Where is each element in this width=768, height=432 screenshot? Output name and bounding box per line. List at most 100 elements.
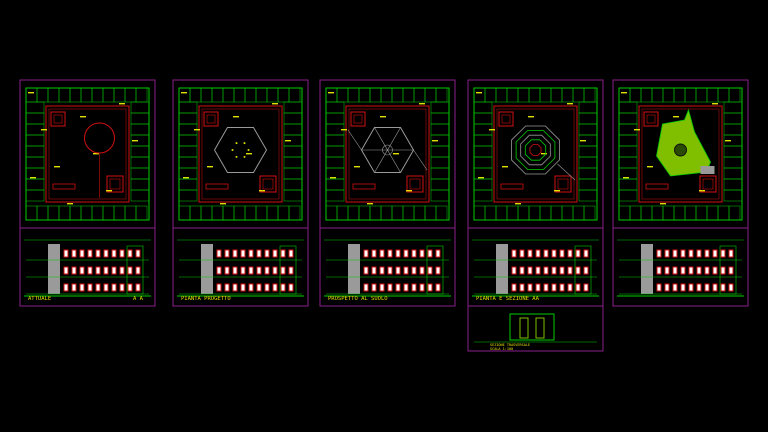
window bbox=[256, 266, 262, 275]
room-cell bbox=[283, 112, 303, 125]
room-cell bbox=[430, 101, 450, 114]
room-cell bbox=[25, 145, 45, 158]
window bbox=[379, 249, 385, 258]
window bbox=[419, 283, 425, 292]
room-cell bbox=[618, 112, 638, 125]
window bbox=[435, 283, 441, 292]
plan-outline bbox=[25, 87, 150, 221]
room-cell bbox=[277, 205, 290, 221]
window bbox=[63, 249, 69, 258]
window bbox=[551, 283, 557, 292]
window bbox=[256, 283, 262, 292]
room-cell bbox=[135, 205, 148, 221]
spiral-ring bbox=[524, 139, 547, 161]
room-label bbox=[476, 92, 482, 94]
room-cell bbox=[25, 134, 45, 147]
room-cell bbox=[358, 205, 371, 221]
window bbox=[288, 283, 294, 292]
room-label bbox=[106, 190, 112, 192]
room-cell bbox=[413, 205, 426, 221]
room-cell bbox=[495, 205, 508, 221]
window bbox=[704, 283, 710, 292]
room-cell bbox=[36, 87, 49, 103]
room-cell bbox=[69, 205, 82, 221]
window bbox=[63, 283, 69, 292]
room-cell bbox=[233, 205, 246, 221]
paved-area bbox=[700, 166, 715, 174]
room-label bbox=[30, 177, 36, 179]
room-cell bbox=[618, 189, 638, 202]
window bbox=[575, 249, 581, 258]
window bbox=[696, 283, 702, 292]
room-label bbox=[515, 203, 521, 205]
window bbox=[232, 266, 238, 275]
window bbox=[664, 283, 670, 292]
section-column bbox=[535, 317, 545, 339]
room-cell bbox=[539, 205, 552, 221]
room-cell bbox=[578, 167, 598, 180]
courtyard-circle bbox=[84, 122, 115, 154]
window bbox=[135, 266, 141, 275]
window bbox=[395, 283, 401, 292]
window bbox=[728, 249, 734, 258]
stair-core bbox=[53, 114, 63, 124]
room-label bbox=[330, 177, 336, 179]
room-cell bbox=[222, 205, 235, 221]
window bbox=[567, 283, 573, 292]
detail-caption: SEZIONE TRASVERSALE bbox=[490, 343, 530, 347]
room-cell bbox=[277, 87, 290, 103]
room-cell bbox=[211, 205, 224, 221]
room-cell bbox=[178, 189, 198, 202]
window bbox=[371, 283, 377, 292]
window bbox=[435, 266, 441, 275]
window bbox=[712, 283, 718, 292]
room-label bbox=[432, 140, 438, 142]
window bbox=[664, 249, 670, 258]
room-cell bbox=[325, 189, 345, 202]
room-cell bbox=[178, 178, 198, 191]
room-cell bbox=[473, 134, 493, 147]
room-cell bbox=[695, 205, 708, 221]
room-cell bbox=[673, 205, 686, 221]
window bbox=[87, 283, 93, 292]
room-cell bbox=[391, 87, 404, 103]
window bbox=[71, 266, 77, 275]
column-point bbox=[243, 142, 246, 145]
room-cell bbox=[25, 87, 38, 103]
section-detail bbox=[509, 313, 555, 341]
room-cell bbox=[244, 205, 257, 221]
room-cell bbox=[473, 87, 486, 103]
plan-outline bbox=[178, 87, 303, 221]
window bbox=[379, 266, 385, 275]
room-cell bbox=[640, 205, 653, 221]
room-cell bbox=[189, 87, 202, 103]
room-cell bbox=[473, 112, 493, 125]
room-cell bbox=[130, 112, 150, 125]
detail-frame bbox=[467, 305, 604, 352]
room-label bbox=[554, 190, 560, 192]
room-cell bbox=[25, 178, 45, 191]
window bbox=[688, 249, 694, 258]
window bbox=[583, 283, 589, 292]
room-label bbox=[41, 129, 47, 131]
room-cell bbox=[113, 87, 126, 103]
room-cell bbox=[430, 156, 450, 169]
window bbox=[527, 283, 533, 292]
room-cell bbox=[561, 87, 574, 103]
stair-tower bbox=[348, 244, 360, 294]
window bbox=[232, 249, 238, 258]
window bbox=[272, 266, 278, 275]
window bbox=[704, 266, 710, 275]
window bbox=[511, 283, 517, 292]
window bbox=[135, 249, 141, 258]
room-label bbox=[207, 166, 213, 168]
sheet-title: PROSPETTO AL SUOLO bbox=[328, 296, 388, 302]
side-wing bbox=[574, 245, 592, 295]
room-cell bbox=[325, 145, 345, 158]
side-wing bbox=[426, 245, 444, 295]
window bbox=[379, 283, 385, 292]
plan-outline bbox=[325, 87, 450, 221]
window bbox=[371, 266, 377, 275]
